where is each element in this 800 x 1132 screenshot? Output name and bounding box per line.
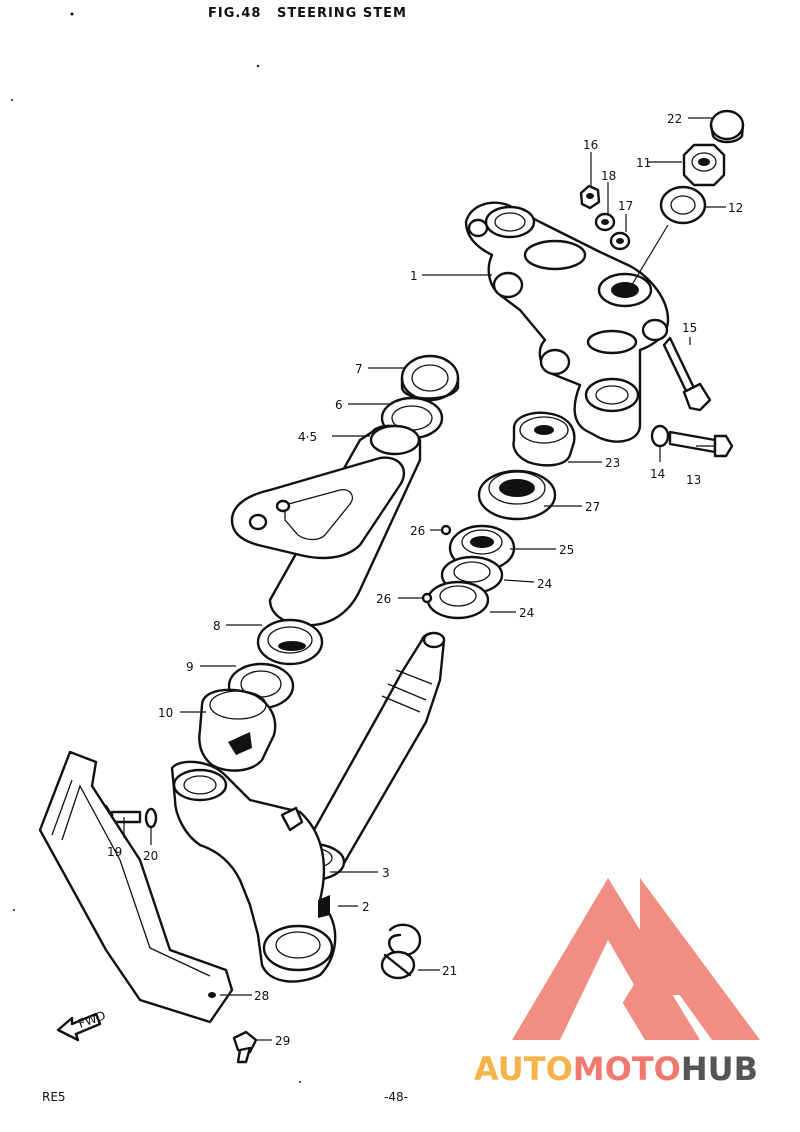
label-18: 18 xyxy=(601,169,616,183)
label-8: 8 xyxy=(213,619,221,633)
screw-29 xyxy=(232,1030,258,1064)
label-16: 16 xyxy=(583,138,598,152)
label-20: 20 xyxy=(143,849,158,863)
guard-plate-28 xyxy=(38,750,234,1024)
label-14: 14 xyxy=(650,467,665,481)
part-labels: 1 2 3 4·5 6 7 8 9 10 11 12 13 14 15 16 1… xyxy=(107,112,743,1048)
clip-21 xyxy=(380,923,422,980)
label-7: 7 xyxy=(355,362,363,376)
small-washer-17 xyxy=(609,231,631,251)
stem-cap xyxy=(709,109,745,144)
label-29: 29 xyxy=(275,1034,290,1048)
watermark-moto: MOTO xyxy=(572,1050,681,1088)
label-27: 27 xyxy=(585,500,600,514)
lower-cover-10 xyxy=(198,688,277,772)
label-9: 9 xyxy=(186,660,194,674)
bearing-race-24-lower xyxy=(426,580,490,620)
label-21: 21 xyxy=(442,964,457,978)
figure-number: FIG.48 xyxy=(208,6,262,21)
label-25: 25 xyxy=(559,543,574,557)
lower-bracket xyxy=(170,760,337,983)
label-24-upper: 24 xyxy=(537,577,552,591)
ring-7 xyxy=(400,354,460,402)
model-code: RE5 xyxy=(42,1090,66,1104)
dust-seal-27 xyxy=(477,469,557,521)
bolt-13 xyxy=(668,430,734,458)
figure-title: FIG.48 STEERING STEM xyxy=(208,6,417,21)
small-washer-18 xyxy=(594,212,616,232)
watermark-logo xyxy=(512,878,760,1040)
small-nut xyxy=(579,184,601,210)
label-10: 10 xyxy=(158,706,173,720)
page-number: -48- xyxy=(384,1090,408,1104)
top-bracket xyxy=(464,201,670,443)
label-28: 28 xyxy=(254,989,269,1003)
label-19: 19 xyxy=(107,845,122,859)
label-22: 22 xyxy=(667,112,682,126)
label-11: 11 xyxy=(636,156,651,170)
adjust-nut-23 xyxy=(512,411,576,467)
label-13: 13 xyxy=(686,473,701,487)
label-6: 6 xyxy=(335,398,343,412)
label-15: 15 xyxy=(682,321,697,335)
label-26-upper: 26 xyxy=(410,524,425,538)
label-2: 2 xyxy=(362,900,370,914)
label-4-5: 4·5 xyxy=(298,430,317,444)
label-3: 3 xyxy=(382,866,390,880)
label-12: 12 xyxy=(728,201,743,215)
label-17: 17 xyxy=(618,199,633,213)
watermark-hub: HUB xyxy=(680,1050,759,1088)
ball-26-upper xyxy=(440,524,452,536)
forward-arrow: FWD xyxy=(56,1008,107,1042)
watermark-text: AUTOMOTOHUB xyxy=(474,1050,758,1088)
label-23: 23 xyxy=(605,456,620,470)
pinch-bolt-15 xyxy=(662,336,712,412)
washer-14 xyxy=(650,424,670,448)
head-tube xyxy=(230,424,422,627)
washer-20 xyxy=(144,807,158,829)
stem-washer xyxy=(629,185,707,289)
steering-stem-shaft xyxy=(298,631,446,872)
watermark-auto: AUTO xyxy=(474,1050,573,1088)
label-24-lower: 24 xyxy=(519,606,534,620)
leader-lines xyxy=(123,117,726,1041)
ring-8 xyxy=(256,618,324,666)
figure-name: STEERING STEM xyxy=(276,6,407,21)
stem-nut xyxy=(682,143,726,187)
label-26-lower: 26 xyxy=(376,592,391,606)
label-1: 1 xyxy=(410,269,418,283)
scan-speckles xyxy=(11,12,301,1083)
ball-26-lower xyxy=(421,592,433,604)
